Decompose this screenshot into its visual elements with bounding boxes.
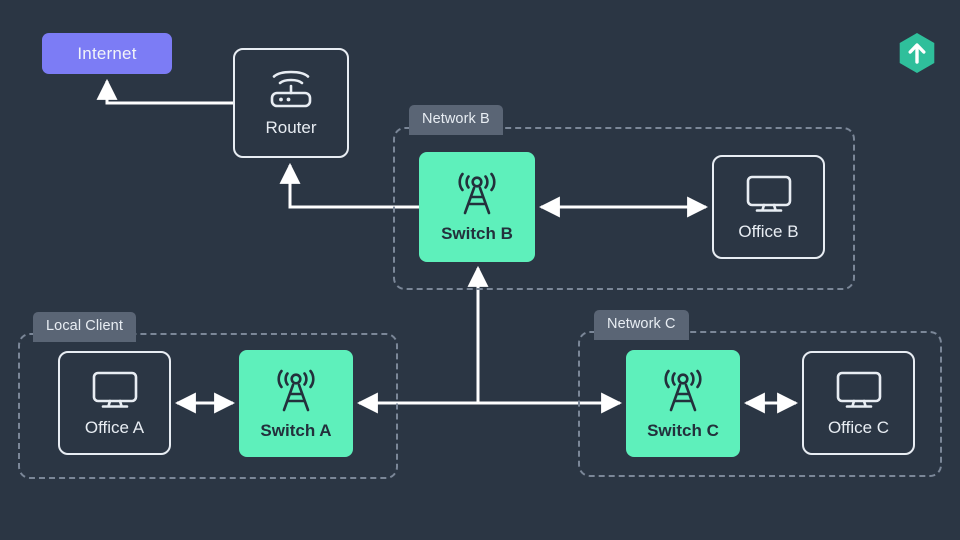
monitor-icon — [91, 370, 139, 410]
node-switch-c[interactable]: Switch C — [626, 350, 740, 457]
group-label-network-b: Network B — [409, 105, 503, 135]
wire-router-to-internet — [96, 78, 233, 105]
node-internet-label: Internet — [77, 43, 137, 63]
group-label-network-c: Network C — [594, 310, 689, 340]
node-switch-b[interactable]: Switch B — [419, 152, 535, 262]
hexagon-up-arrow-logo[interactable] — [898, 32, 936, 74]
node-router-label: Router — [265, 118, 317, 137]
monitor-icon — [835, 370, 883, 410]
node-switch-a-label: Switch A — [260, 420, 332, 440]
group-label-local-client: Local Client — [33, 312, 136, 342]
node-router[interactable]: Router — [233, 48, 349, 158]
group-network-c — [578, 331, 942, 477]
node-switch-c-label: Switch C — [647, 420, 719, 440]
group-network-b — [393, 127, 855, 290]
node-office-b[interactable]: Office B — [712, 155, 825, 259]
router-icon — [266, 70, 316, 110]
group-local-client — [18, 333, 398, 479]
node-switch-b-label: Switch B — [441, 224, 513, 243]
node-office-c[interactable]: Office C — [802, 351, 915, 455]
node-office-a-label: Office A — [84, 418, 145, 437]
node-switch-a[interactable]: Switch A — [239, 350, 353, 457]
monitor-icon — [745, 174, 793, 214]
tower-icon — [268, 369, 324, 413]
tower-icon — [449, 172, 505, 216]
node-office-b-label: Office B — [738, 222, 799, 241]
tower-icon — [655, 369, 711, 413]
node-office-c-label: Office C — [827, 418, 890, 437]
node-internet[interactable]: Internet — [42, 33, 172, 74]
node-office-a[interactable]: Office A — [58, 351, 171, 455]
